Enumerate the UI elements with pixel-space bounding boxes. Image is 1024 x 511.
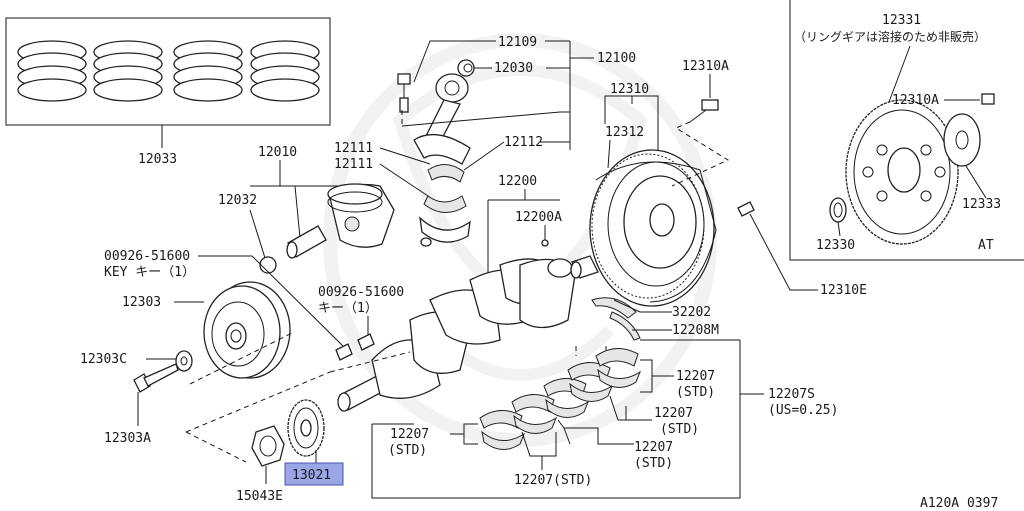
label-12207-c[interactable]: 12207 [634,440,673,455]
label-12112[interactable]: 12112 [504,135,543,150]
rod-bearing-lower[interactable] [423,195,467,213]
label-12109[interactable]: 12109 [498,35,537,50]
thrust-washer[interactable] [591,297,637,319]
label-key1-code[interactable]: 00926-51600 [104,249,190,264]
reinforcement-plate[interactable] [943,113,981,167]
label-key2-desc: キー（1） [318,301,378,316]
piston-ring-set-2 [93,40,163,102]
label-12303C[interactable]: 12303C [80,352,127,367]
label-key1-desc: KEY キー（1） [104,265,195,280]
spacer-12330[interactable] [829,197,847,223]
label-13021-highlight [284,462,344,486]
label-12310E[interactable]: 12310E [820,283,867,298]
dowel-pin[interactable] [737,201,755,217]
thrust-bearing[interactable] [609,311,641,341]
label-12207S-us: (US=0.25) [768,403,838,418]
label-12033[interactable]: 12033 [138,152,177,167]
pulley-bolt[interactable] [133,363,179,393]
crankshaft[interactable] [337,258,576,412]
label-12310A[interactable]: 12310A [682,59,729,74]
connecting-rod[interactable] [413,73,471,165]
label-12207-a[interactable]: 12207 [676,369,715,384]
label-at: AT [978,238,994,253]
crank-pilot-bearing[interactable] [541,239,549,247]
piston-ring-set-4 [250,40,320,102]
label-12333[interactable]: 12333 [962,197,1001,212]
label-12200A[interactable]: 12200A [515,210,562,225]
diagram-code: A120A 0397 [920,496,998,511]
label-12207-b[interactable]: 12207 [654,406,693,421]
piston[interactable] [327,183,395,248]
label-12207-d[interactable]: 12207 [390,427,429,442]
label-12330[interactable]: 12330 [816,238,855,253]
label-12208M[interactable]: 12208M [672,323,719,338]
main-bearing-2[interactable] [511,394,558,434]
label-12207-b-std: (STD) [660,422,699,437]
label-12207-d-std: (STD) [388,443,427,458]
rod-bolt[interactable] [397,73,411,113]
label-12111-b[interactable]: 12111 [334,157,373,172]
crank-pulley[interactable] [203,281,291,379]
pulley-washer[interactable] [175,350,193,372]
label-12010[interactable]: 12010 [258,145,297,160]
label-12331[interactable]: 12331 [882,13,921,28]
key-1[interactable] [335,343,353,361]
crank-spacer[interactable] [570,255,599,279]
label-12207-a-std: (STD) [676,385,715,400]
main-bearing-5[interactable] [595,348,642,388]
label-12303[interactable]: 12303 [122,295,161,310]
label-32202[interactable]: 32202 [672,305,711,320]
drive-plate-bolt[interactable] [981,93,995,105]
label-12207-c-std: (STD) [634,456,673,471]
piston-ring-set-1 [17,40,87,102]
label-12331-note: （リングギアは溶接のため非販売） [794,29,986,44]
flywheel-bolt[interactable] [689,99,719,123]
crank-nut[interactable] [251,425,285,467]
rod-bearing-upper[interactable] [427,164,465,183]
label-12207S[interactable]: 12207S [768,387,815,402]
label-12111-a[interactable]: 12111 [334,141,373,156]
label-12032[interactable]: 12032 [218,193,257,208]
crank-sprocket[interactable] [287,399,325,457]
rod-cap[interactable] [419,216,471,247]
drive-plate-at[interactable] [845,99,959,245]
piston-pin-clip[interactable] [259,256,277,274]
label-12310[interactable]: 12310 [610,82,649,97]
flywheel-mt[interactable] [589,149,717,307]
piston-ring-set-3 [173,40,243,102]
label-12207-e[interactable]: 12207(STD) [514,473,592,488]
piston-pin-bushing[interactable] [457,59,475,77]
label-12100[interactable]: 12100 [597,51,636,66]
label-12303A[interactable]: 12303A [104,431,151,446]
label-12312[interactable]: 12312 [605,125,644,140]
at-flywheel-box [789,0,1024,261]
piston-pin[interactable] [286,225,327,259]
key-2[interactable] [357,333,375,351]
label-12030[interactable]: 12030 [494,61,533,76]
label-13021[interactable]: 13021 [292,468,331,483]
label-12310A-at[interactable]: 12310A [892,93,939,108]
label-12200[interactable]: 12200 [498,174,537,189]
label-15043E[interactable]: 15043E [236,489,283,504]
label-key2-code[interactable]: 00926-51600 [318,285,404,300]
main-bearing-box [371,394,741,499]
piston-ring-box[interactable] [5,17,331,126]
